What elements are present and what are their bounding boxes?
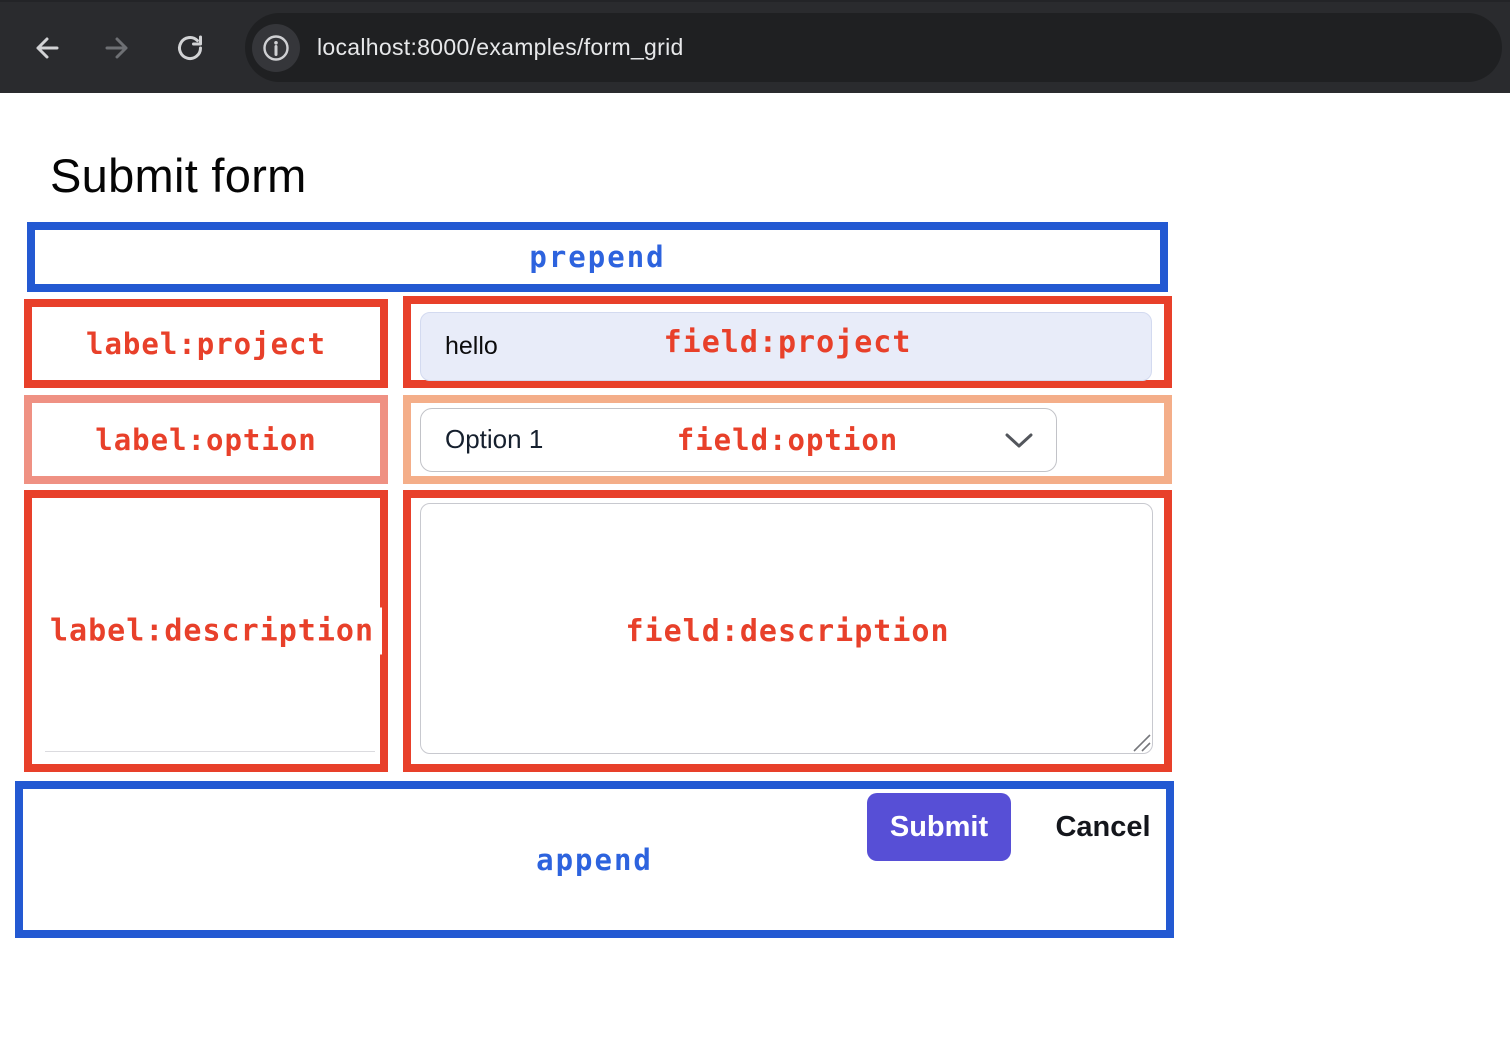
prepend-slot-outline: prepend (27, 222, 1168, 292)
label-description-divider (45, 751, 375, 752)
label-project-outline: label:project (24, 299, 388, 388)
append-slot-label: append (536, 842, 653, 877)
field-description-outline: field:description (403, 490, 1172, 772)
label-option-text: label:option (95, 422, 317, 457)
field-option-outline: Option 1 field:option (403, 395, 1172, 484)
cancel-button[interactable]: Cancel (1033, 798, 1173, 856)
back-button[interactable] (26, 28, 66, 68)
back-arrow-icon (26, 37, 66, 71)
forward-arrow-icon (98, 37, 138, 71)
option-select-value: Option 1 (445, 424, 544, 454)
page-title: Submit form (50, 149, 307, 202)
label-description-outline: label:description (24, 490, 388, 772)
submit-button[interactable]: Submit (867, 793, 1011, 861)
append-slot-outline: append Submit Cancel (15, 781, 1174, 938)
resize-handle-icon[interactable] (1129, 730, 1153, 759)
reload-button[interactable] (170, 28, 210, 68)
option-select[interactable]: Option 1 (420, 408, 1057, 472)
prepend-slot-label: prepend (529, 240, 666, 274)
field-project-outline: field:project (403, 296, 1172, 388)
reload-icon (170, 35, 210, 71)
label-description-text: label:description (42, 607, 383, 655)
page-info-icon (259, 34, 293, 68)
site-info-button[interactable] (252, 24, 300, 72)
forward-button[interactable] (98, 28, 138, 68)
url-bar[interactable]: localhost:8000/examples/form_grid (245, 13, 1502, 82)
chevron-down-icon (1004, 432, 1034, 455)
url-text: localhost:8000/examples/form_grid (317, 34, 684, 60)
append-slot-label-wrap: append (23, 789, 1166, 930)
browser-toolbar: localhost:8000/examples/form_grid (0, 0, 1510, 93)
project-input[interactable] (420, 312, 1152, 381)
label-option-outline: label:option (24, 395, 388, 484)
description-textarea[interactable] (420, 503, 1153, 754)
label-project-text: label:project (86, 326, 326, 361)
